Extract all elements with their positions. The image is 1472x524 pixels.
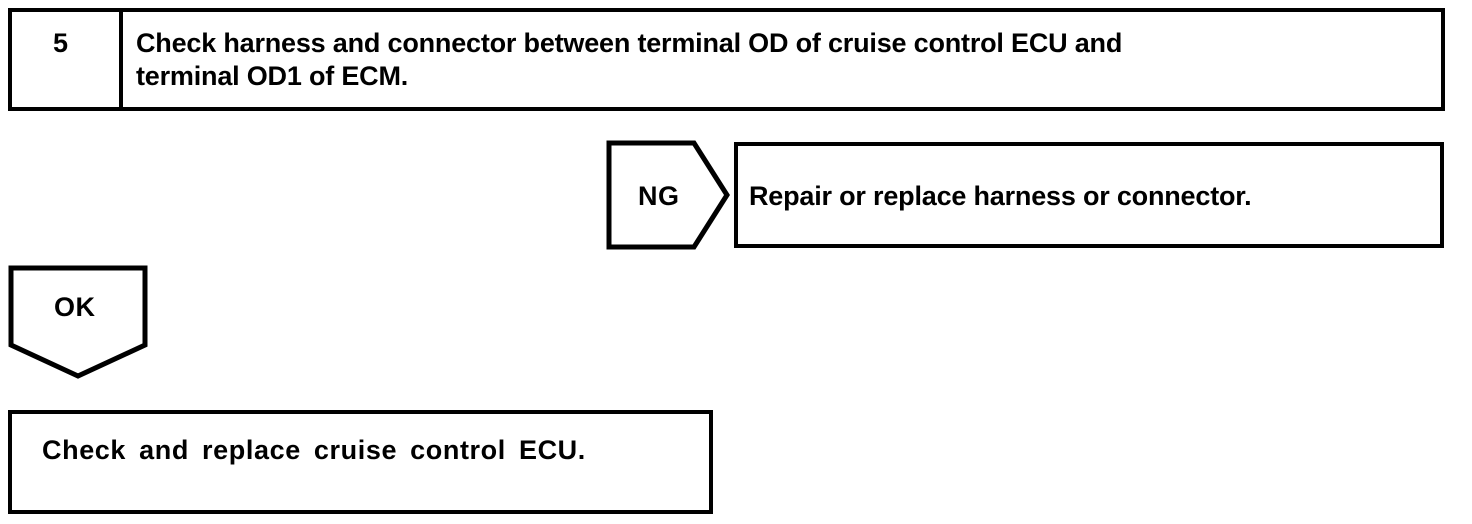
step-number: 5 bbox=[53, 28, 69, 58]
ng-action-text: Repair or replace harness or connector. bbox=[749, 181, 1252, 211]
step-instruction-line-2: terminal OD1 of ECM. bbox=[136, 61, 409, 91]
ng-branch-label: NG bbox=[638, 181, 680, 211]
ok-action-box bbox=[8, 410, 713, 514]
step-box bbox=[8, 8, 1445, 111]
ng-branch-tag bbox=[606, 140, 730, 250]
ok-branch-label: OK bbox=[54, 292, 96, 322]
ok-action-text: Check and replace cruise control ECU. bbox=[42, 435, 586, 465]
step-box-divider bbox=[119, 12, 123, 107]
ok-branch-tag bbox=[8, 265, 150, 380]
step-instruction-line-1: Check harness and connector between term… bbox=[136, 28, 1123, 58]
ng-action-box bbox=[734, 142, 1444, 248]
